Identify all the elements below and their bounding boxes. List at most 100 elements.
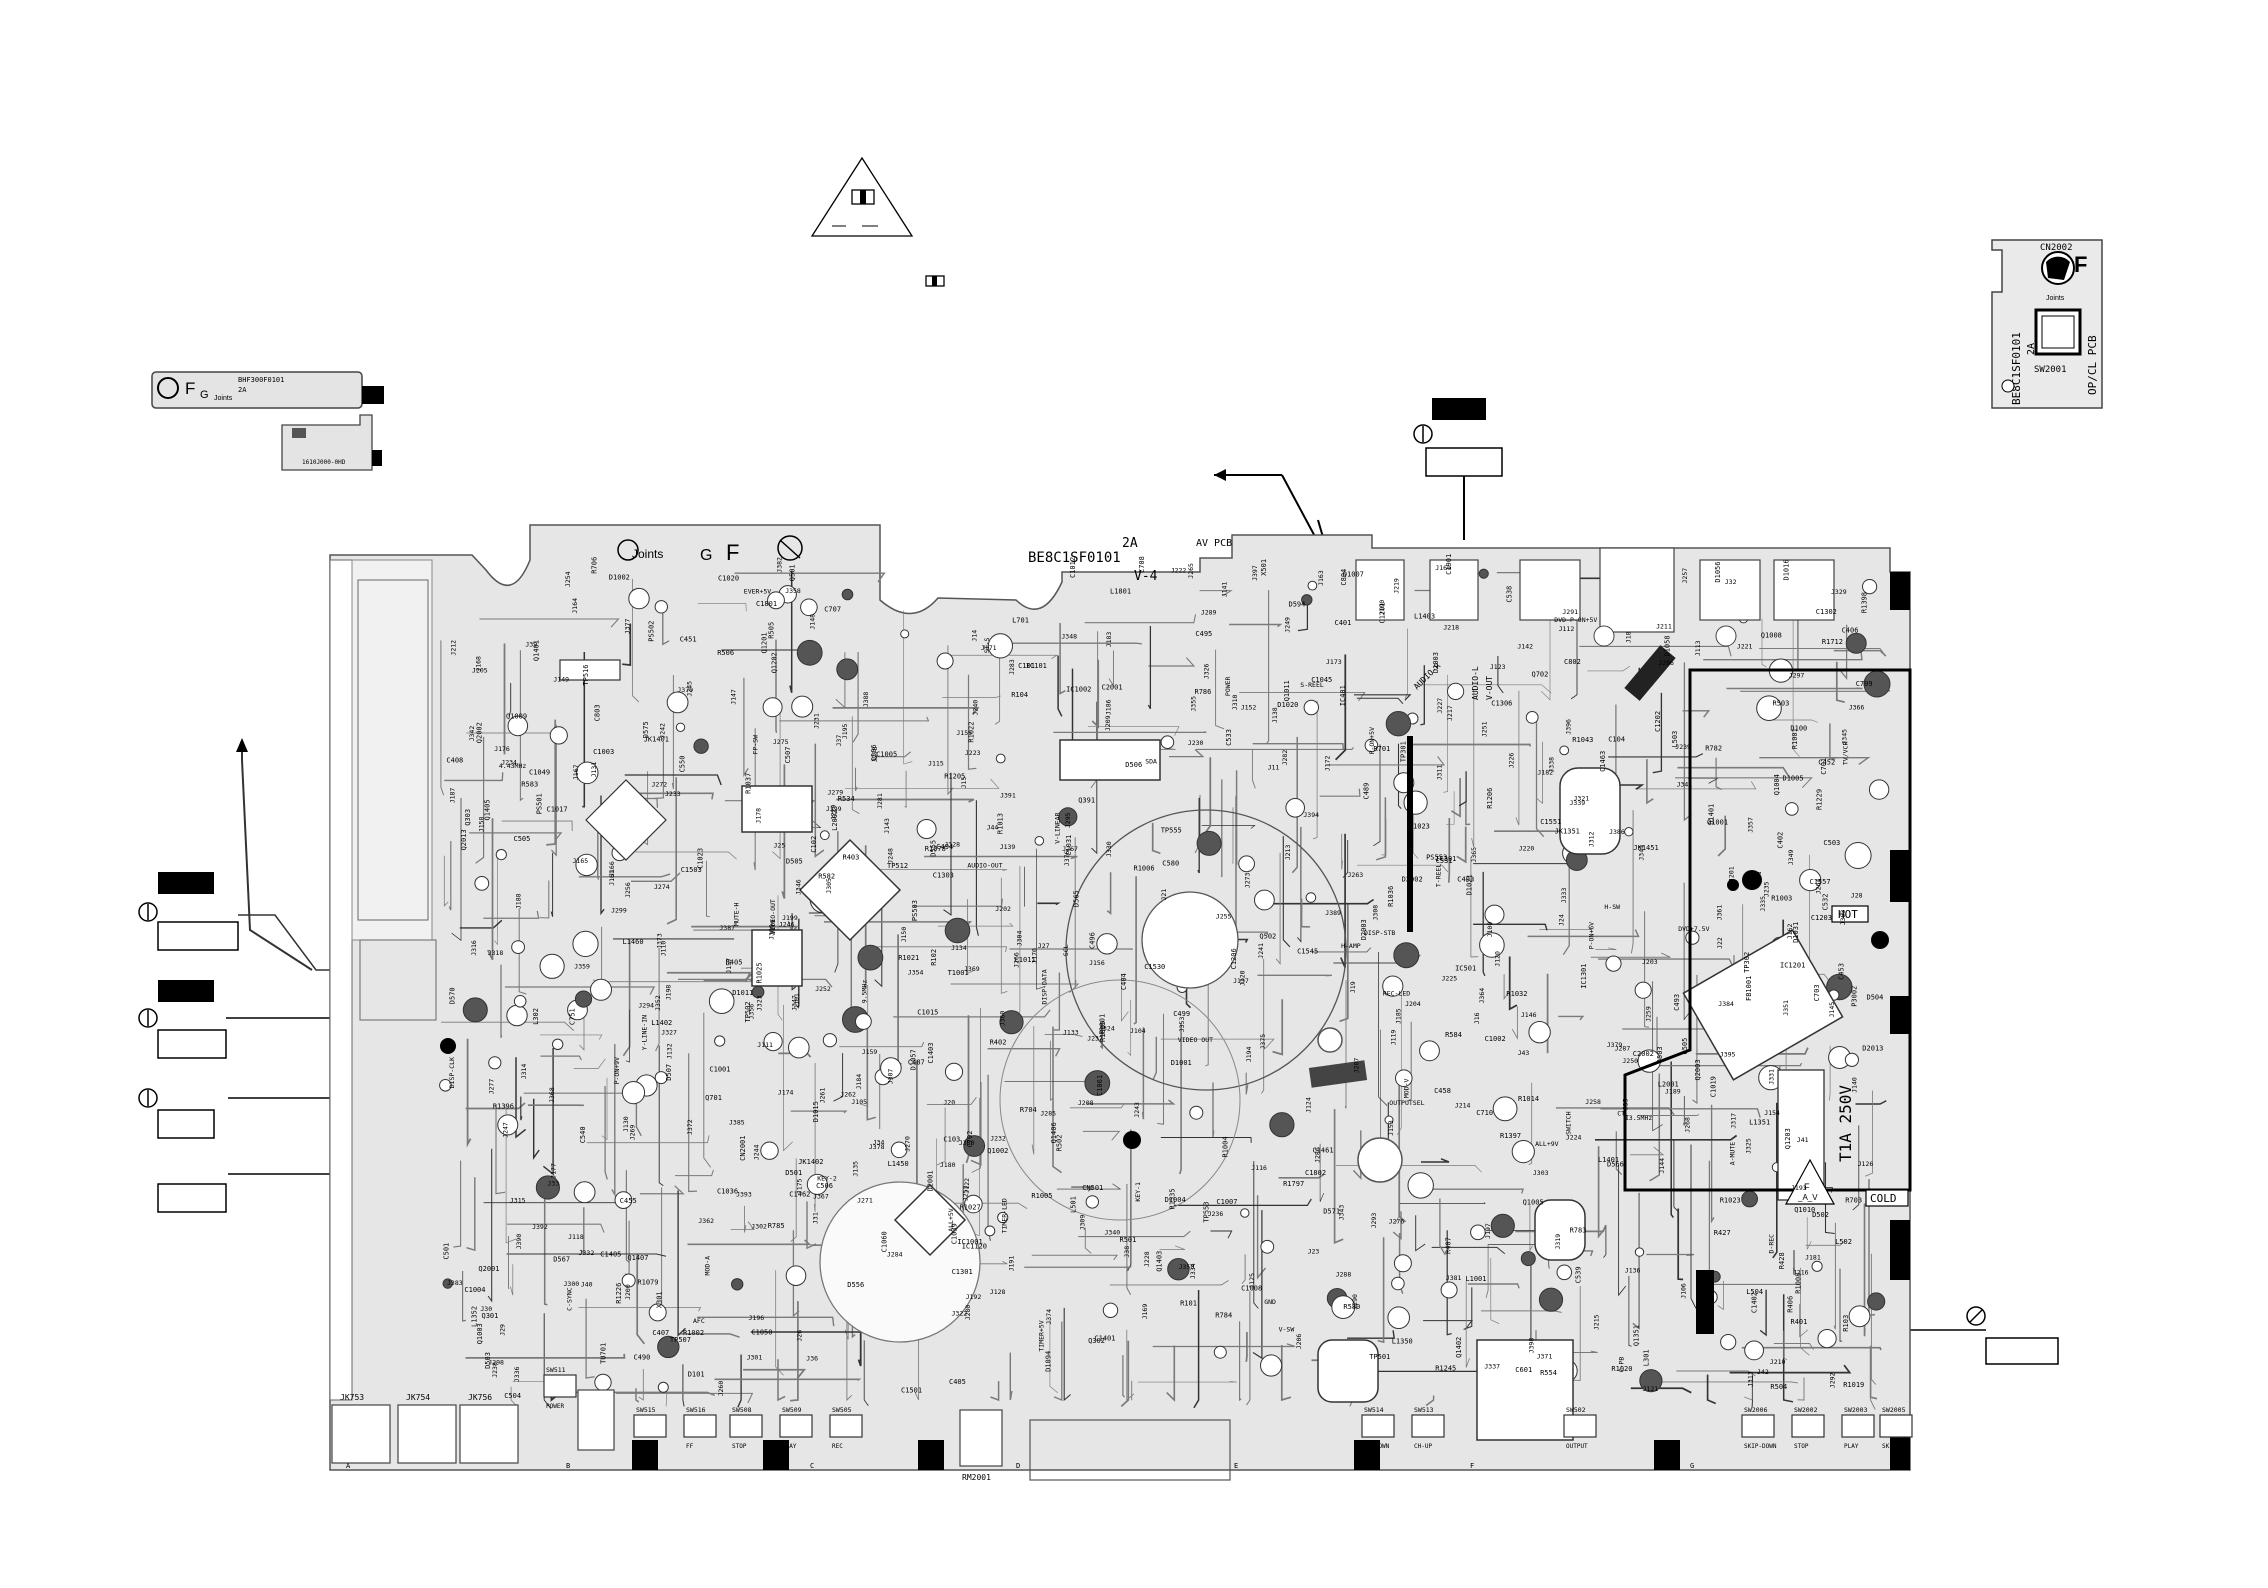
jumper-designator: J260	[717, 1381, 725, 1397]
jumper-designator: J245	[685, 681, 693, 697]
copper-trace	[743, 1368, 807, 1379]
copper-trace	[975, 800, 979, 936]
jumper-designator: J353	[1178, 1017, 1186, 1033]
jumper-designator: J314	[520, 1064, 528, 1080]
jumper-designator: J113	[1694, 640, 1702, 656]
jumper-designator: J205	[472, 667, 488, 675]
pb-free-icon	[777, 535, 803, 561]
component-designator: D594	[1289, 600, 1306, 608]
net-label: EVER+5V	[744, 588, 771, 596]
jumper-designator: J365	[1470, 847, 1478, 863]
copper-trace	[1212, 1082, 1215, 1137]
component-designator: R427	[1714, 1229, 1731, 1237]
copper-trace	[1070, 1103, 1125, 1109]
jumper-designator: J305	[825, 878, 833, 894]
copper-trace	[1410, 1188, 1525, 1194]
jumper-designator: J153	[1387, 1120, 1395, 1136]
jumper-designator: J189	[1665, 1088, 1681, 1096]
component-designator: R782	[1705, 744, 1722, 752]
jumper-designator: J342	[468, 726, 476, 742]
pb-free-icon	[617, 539, 639, 561]
component-designator: Q1401	[533, 640, 541, 661]
capacitor-pad	[1811, 1260, 1823, 1272]
jumper-designator: J240	[971, 700, 979, 716]
copper-trace	[1646, 759, 1654, 805]
jumper-designator: J184	[855, 1074, 863, 1090]
jumper-designator: J166	[608, 861, 616, 877]
net-label: C-PB	[1618, 1357, 1626, 1373]
copper-trace	[1256, 1195, 1267, 1280]
copper-trace	[1677, 766, 1791, 779]
component-designator: C101	[1018, 662, 1035, 670]
jumper-designator: J167	[572, 764, 580, 780]
component-designator: C1049	[529, 768, 550, 776]
component-designator: C550	[678, 756, 686, 773]
jumper-designator: J359	[574, 963, 590, 971]
component-designator: C710	[1476, 1109, 1493, 1117]
copper-trace	[1706, 1374, 1717, 1405]
capacitor-pad	[511, 940, 525, 954]
jumper-designator: J115	[928, 760, 944, 768]
component-designator: R103	[1842, 1315, 1850, 1332]
jumper-designator: J306	[768, 924, 776, 940]
component-designator: D2002	[1402, 876, 1423, 884]
net-label: P-ON+5V	[1368, 727, 1376, 754]
jumper-designator: J315	[510, 1197, 526, 1205]
copper-trace	[790, 1301, 799, 1402]
component-designator: R704	[1020, 1106, 1037, 1114]
capacitor-pad	[987, 633, 1014, 659]
copper-trace	[1805, 1240, 1846, 1246]
component-designator: X501	[1260, 559, 1268, 576]
net-label: ST-S	[983, 637, 991, 653]
component-designator: IC1301	[1580, 964, 1588, 989]
jumper-designator: J357	[1747, 817, 1755, 833]
jumper-designator: J220	[1519, 844, 1535, 852]
component-designator: C751	[569, 1008, 577, 1025]
copper-trace	[942, 695, 1001, 698]
jumper-designator: J350	[1179, 1263, 1195, 1271]
copper-trace	[1473, 923, 1548, 931]
net-label: TV/VCR	[1841, 742, 1849, 766]
copper-trace	[1397, 743, 1402, 809]
copper-trace	[579, 1015, 585, 1051]
capacitor-pad	[693, 738, 709, 754]
copper-trace	[540, 1034, 603, 1040]
capacitor-pad	[594, 1373, 612, 1392]
component-designator: C2001	[1102, 683, 1123, 691]
copper-trace	[783, 1004, 793, 1152]
component-designator: R104	[1011, 691, 1028, 699]
copper-trace	[939, 654, 1059, 660]
component-designator: PS502	[648, 621, 656, 642]
jumper-designator: J234	[501, 759, 517, 767]
copper-trace	[1127, 999, 1132, 1057]
copper-trace	[936, 1107, 946, 1166]
jumper-designator: J176	[494, 745, 510, 753]
copper-trace	[744, 1205, 747, 1233]
component-designator: C1303	[933, 871, 954, 879]
component-designator: R1013	[997, 813, 1005, 834]
component-designator: R1397	[1500, 1132, 1521, 1140]
copper-trace	[1511, 1006, 1518, 1040]
net-label: A-MUTE	[1728, 1142, 1736, 1166]
jumper-designator: J199	[782, 914, 798, 922]
copper-trace	[622, 623, 632, 666]
component-designator: C1301	[952, 1268, 973, 1276]
component-designator: TP555	[1161, 827, 1182, 835]
component-designator: L1351	[1749, 1118, 1770, 1126]
copper-trace	[1675, 777, 1813, 789]
copper-trace	[636, 1254, 646, 1345]
edge-marker: A	[346, 1462, 351, 1470]
component-designator: C506	[816, 1182, 833, 1190]
copper-trace	[1833, 1222, 1836, 1330]
copper-trace	[1263, 898, 1375, 905]
capacitor-pad	[1862, 579, 1878, 595]
jumper-designator: J25	[774, 842, 786, 850]
component-designator: TP502	[744, 1001, 752, 1022]
component-designator: R502	[1056, 1135, 1064, 1152]
component-designator: D2003	[1360, 919, 1368, 940]
jumper-designator: J144	[1658, 1158, 1666, 1174]
copper-trace	[790, 1158, 797, 1243]
jumper-designator: J21	[1160, 889, 1168, 901]
component-labels: C101C102C103C104C401C402C403C404C405C406…	[442, 554, 1883, 1400]
